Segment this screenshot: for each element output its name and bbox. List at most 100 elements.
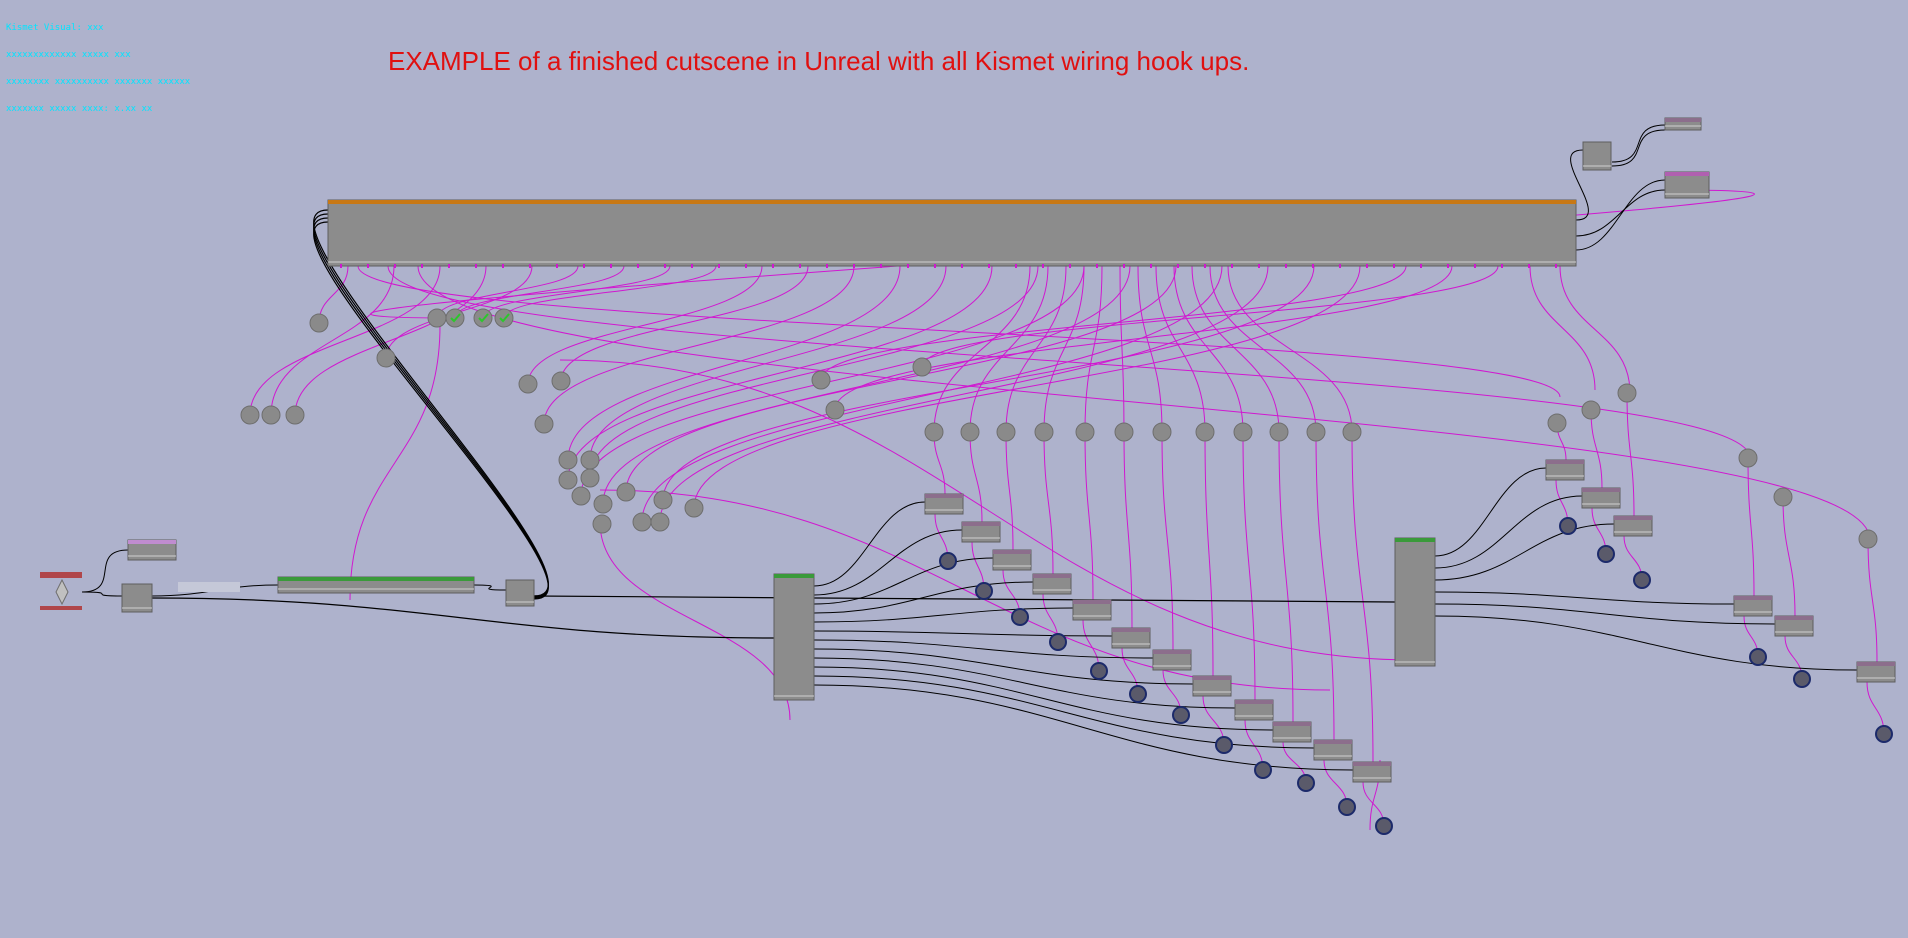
variable-node[interactable] — [580, 450, 600, 470]
variable-node[interactable] — [1306, 422, 1326, 442]
variable-node[interactable] — [534, 414, 554, 434]
variable-node[interactable] — [1114, 422, 1134, 442]
variable-node[interactable] — [261, 405, 281, 425]
object-variable[interactable] — [1793, 670, 1811, 688]
variable-node[interactable] — [1547, 413, 1567, 433]
play-sound-node[interactable] — [1733, 595, 1773, 617]
matinee-end-node[interactable] — [1582, 141, 1612, 171]
variable-node[interactable] — [811, 370, 831, 390]
variable-node[interactable] — [1269, 422, 1289, 442]
object-variable[interactable] — [1011, 608, 1029, 626]
variable-node[interactable] — [1738, 448, 1758, 468]
object-variable[interactable] — [1172, 706, 1190, 724]
variable-node[interactable] — [240, 405, 260, 425]
link-wire — [1351, 431, 1374, 763]
spawn-actor-node[interactable] — [1234, 699, 1274, 721]
object-variable[interactable] — [1875, 725, 1893, 743]
spawn-actor-node[interactable] — [1352, 761, 1392, 783]
variable-node[interactable] — [1075, 422, 1095, 442]
object-variable[interactable] — [1633, 571, 1651, 589]
spawn-actor-node[interactable] — [924, 493, 964, 515]
sequence-nodes[interactable] — [40, 117, 1896, 783]
object-variable[interactable] — [939, 552, 957, 570]
play-sound-node[interactable] — [1774, 615, 1814, 637]
variable-node[interactable] — [592, 514, 612, 534]
matinee-master-node[interactable] — [327, 199, 1577, 267]
variable-node[interactable] — [593, 494, 613, 514]
variable-node[interactable] — [924, 422, 944, 442]
variable-node[interactable] — [1034, 422, 1054, 442]
object-variable[interactable] — [1215, 736, 1233, 754]
spawn-actor-node[interactable] — [1272, 721, 1312, 743]
comment-node[interactable] — [178, 582, 240, 592]
variable-node[interactable] — [650, 512, 670, 532]
object-variable[interactable] — [1375, 817, 1393, 835]
object-variable[interactable] — [1129, 685, 1147, 703]
hud-line: xxxxxxxxxxxxx xxxxx xxx — [6, 50, 131, 60]
variable-node[interactable] — [376, 348, 396, 368]
variable-node[interactable] — [580, 468, 600, 488]
variable-node[interactable] — [1342, 422, 1362, 442]
object-variable[interactable] — [975, 582, 993, 600]
object-variable[interactable] — [1338, 798, 1356, 816]
variable-node[interactable] — [551, 371, 571, 391]
object-variable[interactable] — [1597, 545, 1615, 563]
stop-matinee-node[interactable] — [1664, 117, 1702, 131]
variable-node[interactable] — [616, 482, 636, 502]
sequence-switch-node[interactable] — [1394, 537, 1436, 667]
delay-node[interactable] — [121, 583, 153, 613]
variable-node[interactable] — [1773, 487, 1793, 507]
variable-node[interactable] — [912, 357, 932, 377]
play-sound-node[interactable] — [1545, 459, 1585, 481]
level-loaded-event[interactable] — [55, 578, 69, 606]
variable-node[interactable] — [632, 512, 652, 532]
play-sound-node[interactable] — [1581, 487, 1621, 509]
variable-node[interactable] — [825, 400, 845, 420]
object-variable[interactable] — [1297, 774, 1315, 792]
spawn-actor-node[interactable] — [1313, 739, 1353, 761]
sound-action-node[interactable] — [127, 539, 177, 561]
spawn-actor-node[interactable] — [1072, 599, 1112, 621]
spawn-actor-node[interactable] — [961, 521, 1001, 543]
camera-track-node[interactable] — [277, 576, 475, 594]
variable-node[interactable] — [494, 308, 514, 328]
variable-node[interactable] — [1858, 529, 1878, 549]
object-variable[interactable] — [1254, 761, 1272, 779]
variable-node[interactable] — [518, 374, 538, 394]
variable-node[interactable] — [445, 308, 465, 328]
variable-node[interactable] — [427, 308, 447, 328]
variable-node[interactable] — [684, 498, 704, 518]
variable-node[interactable] — [571, 486, 591, 506]
spawn-actor-node[interactable] — [1032, 573, 1072, 595]
play-sound-node[interactable] — [1856, 661, 1896, 683]
variable-node[interactable] — [1581, 400, 1601, 420]
object-variable[interactable] — [1749, 648, 1767, 666]
variable-node[interactable] — [558, 470, 578, 490]
variable-node[interactable] — [473, 308, 493, 328]
variable-node[interactable] — [285, 405, 305, 425]
variable-node[interactable] — [309, 313, 329, 333]
object-variable[interactable] — [1090, 662, 1108, 680]
spawn-actor-node[interactable] — [1111, 627, 1151, 649]
object-variable[interactable] — [1049, 633, 1067, 651]
spawn-actor-node[interactable] — [1152, 649, 1192, 671]
variable-circle — [558, 470, 578, 490]
variable-nodes[interactable] — [240, 308, 1893, 835]
object-variable[interactable] — [1559, 517, 1577, 535]
toggle-node[interactable] — [505, 579, 535, 607]
switch-node[interactable] — [773, 573, 815, 701]
variable-node[interactable] — [1152, 422, 1172, 442]
variable-node[interactable] — [653, 490, 673, 510]
play-sound-node[interactable] — [1664, 171, 1710, 199]
spawn-actor-node[interactable] — [1192, 675, 1232, 697]
variable-node[interactable] — [960, 422, 980, 442]
variable-node[interactable] — [1195, 422, 1215, 442]
play-sound-node[interactable] — [1613, 515, 1653, 537]
spawn-actor-node[interactable] — [992, 549, 1032, 571]
variable-node[interactable] — [1617, 383, 1637, 403]
variable-circle — [580, 450, 600, 470]
variable-node[interactable] — [558, 450, 578, 470]
variable-node[interactable] — [1233, 422, 1253, 442]
variable-node[interactable] — [996, 422, 1016, 442]
